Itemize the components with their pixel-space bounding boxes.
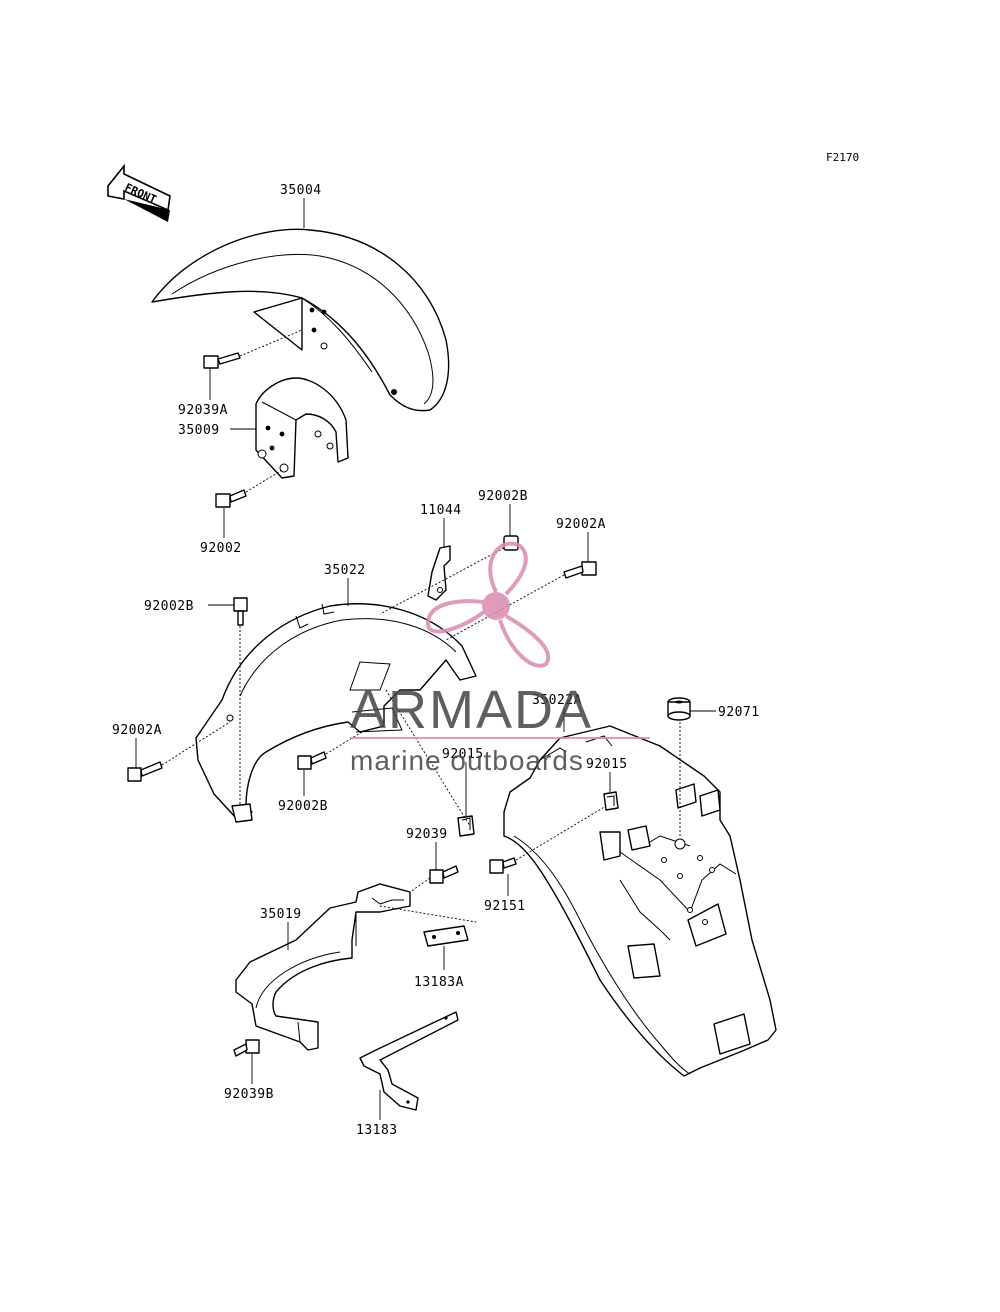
label-35004: 35004 — [280, 183, 322, 198]
propeller-logo — [426, 541, 551, 668]
label-92002B-left: 92002B — [144, 599, 194, 614]
label-92071: 92071 — [718, 705, 760, 720]
bolt-92002B-mid — [297, 731, 363, 770]
label-13183A: 13183A — [414, 975, 464, 990]
label-11044: 11044 — [420, 503, 462, 518]
label-92002A-top: 92002A — [556, 517, 606, 532]
bolt-92002A-left — [127, 721, 231, 782]
label-13183: 13183 — [356, 1123, 398, 1138]
label-35022A: 35022A — [532, 693, 582, 708]
label-92151: 92151 — [484, 899, 526, 914]
label-92039A: 92039A — [178, 403, 228, 418]
rear-fender-rear — [503, 718, 777, 1077]
label-92002A-left: 92002A — [112, 723, 162, 738]
watermark-brand: ARMADA — [350, 680, 593, 740]
label-92002: 92002 — [200, 541, 242, 556]
label-92039: 92039 — [406, 827, 448, 842]
part-labels: 35004 92039A 35009 92002 11044 92002B 92… — [112, 183, 760, 1138]
bolt-92002 — [215, 469, 283, 508]
rear-fender-front — [195, 603, 477, 823]
bolt-92039A — [203, 329, 303, 369]
label-92015-a: 92015 — [442, 747, 484, 762]
bolt-92002B-left — [233, 597, 248, 626]
nut-92015-b — [603, 791, 619, 811]
fender-cover — [235, 883, 477, 1051]
nut-92015-a — [457, 815, 475, 837]
label-35019: 35019 — [260, 907, 302, 922]
bracket-11044 — [427, 545, 451, 601]
leader-92015 — [385, 689, 471, 827]
bolt-92039 — [409, 865, 459, 893]
figure-code: F2170 — [826, 151, 859, 164]
label-92015-b: 92015 — [586, 757, 628, 772]
label-92002B-top: 92002B — [478, 489, 528, 504]
label-35022: 35022 — [324, 563, 366, 578]
grommet-92071 — [667, 697, 691, 721]
fender-bracket — [255, 377, 349, 479]
label-92039B: 92039B — [224, 1087, 274, 1102]
watermark: ARMADA marine outboards — [350, 541, 650, 776]
bolt-92039B — [233, 1039, 260, 1057]
front-fender — [151, 228, 450, 412]
stay-13183 — [359, 1011, 459, 1111]
label-35009: 35009 — [178, 423, 220, 438]
watermark-tagline: marine outboards — [350, 745, 584, 776]
bolt-92151 — [489, 805, 607, 874]
label-92002B-mid: 92002B — [278, 799, 328, 814]
plate-13183A — [423, 925, 469, 947]
front-direction-arrow: FRONT — [107, 163, 171, 222]
bolt-92002A-top — [445, 561, 597, 641]
